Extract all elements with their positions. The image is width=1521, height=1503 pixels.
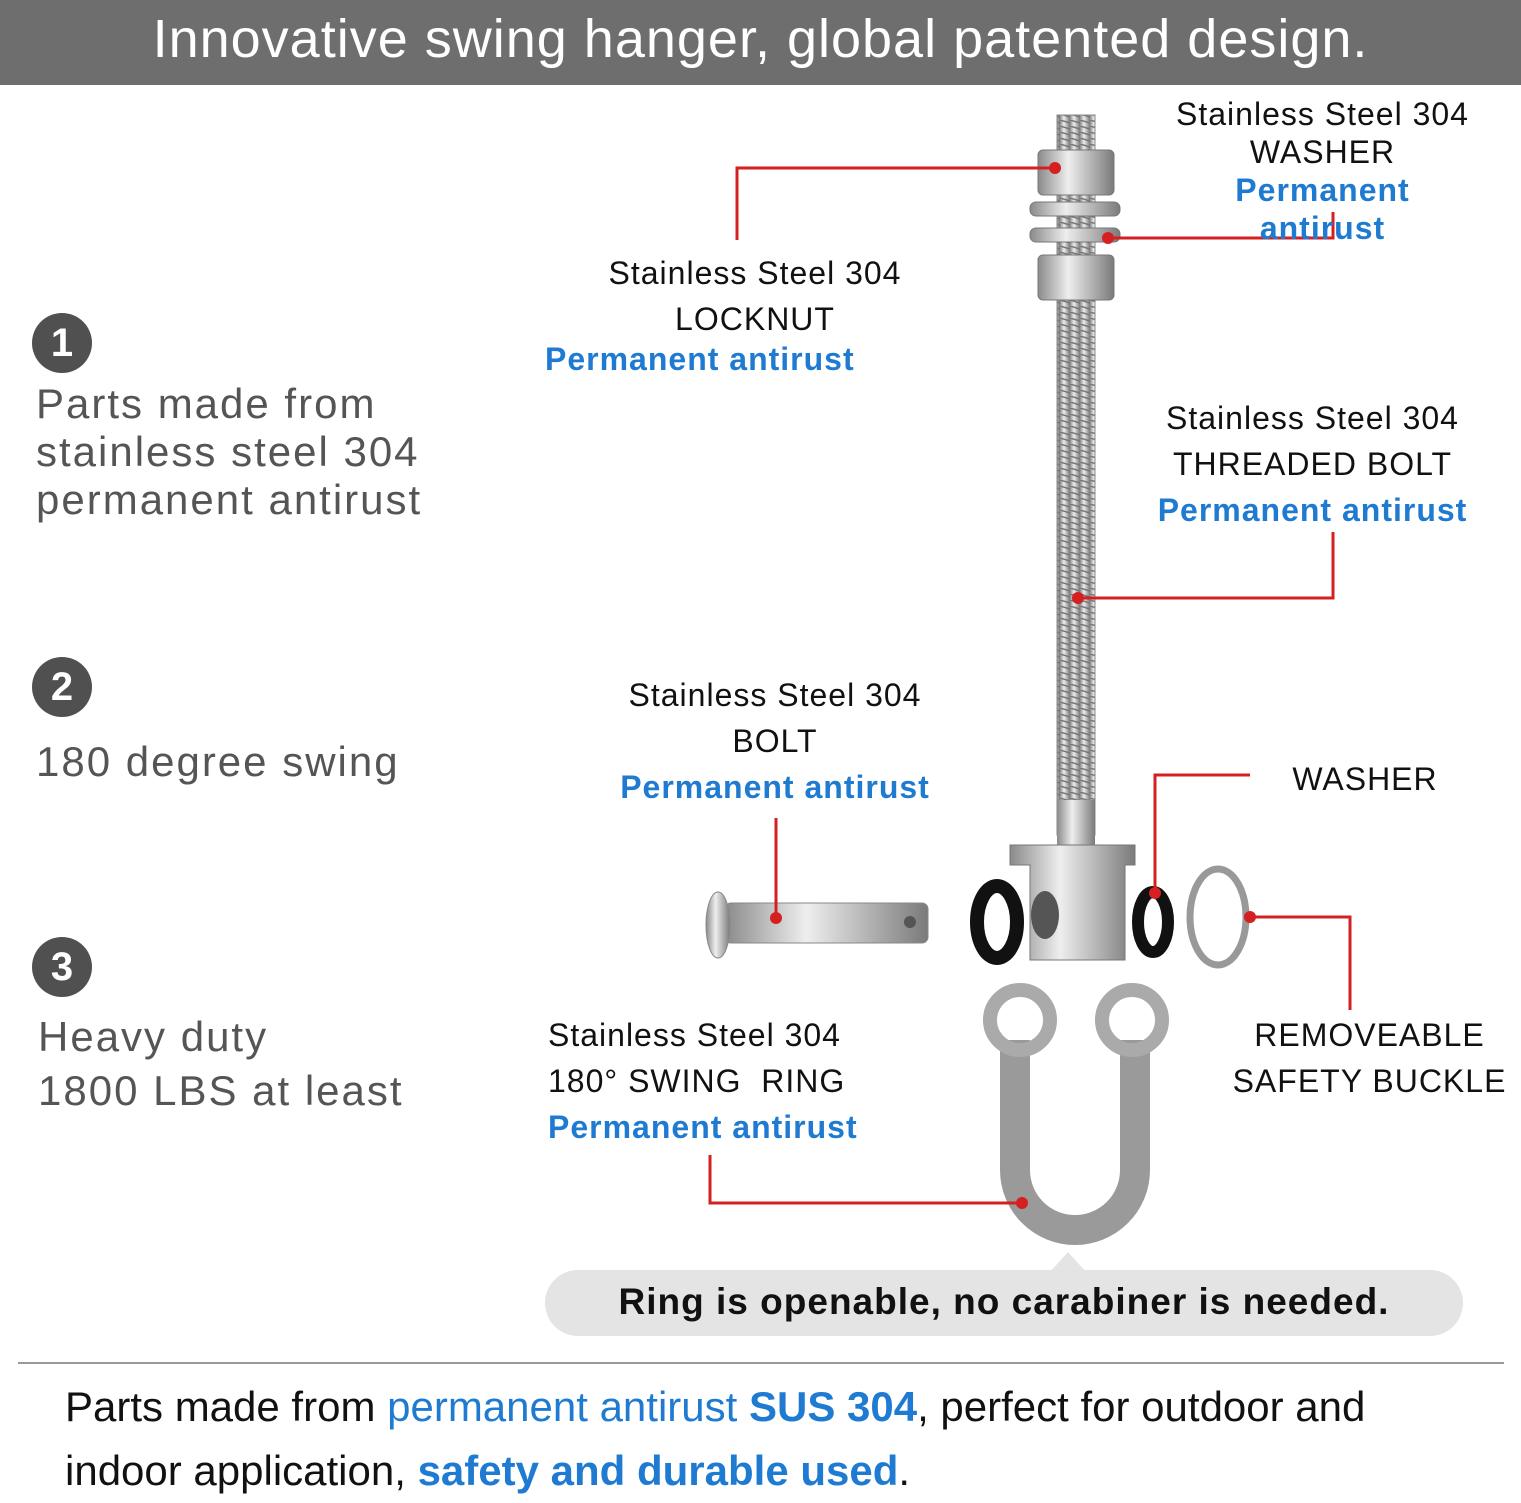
callout-material: Stainless Steel 304 — [1176, 96, 1469, 132]
callout-washer: WASHER — [1292, 761, 1438, 797]
feature-number-badge: 2 — [32, 657, 92, 717]
callout-swing-ring: Stainless Steel 304 180° SWING RING Perm… — [548, 1012, 888, 1150]
swing-ring — [983, 983, 1169, 1245]
callout-part: THREADED BOLT — [1172, 446, 1453, 482]
feature-line: permanent antirust — [36, 476, 423, 523]
feature-2-text: 180 degree swing — [36, 738, 400, 785]
callout-washer-top: Stainless Steel 304 WASHER Permanent ant… — [1170, 95, 1475, 247]
page-title: Innovative swing hanger, global patented… — [0, 0, 1521, 85]
footer-text: Parts made from — [65, 1383, 388, 1430]
locknut-and-washers — [1029, 149, 1121, 301]
callout-note: Permanent antirust — [620, 769, 930, 805]
callout-note: Permanent antirust — [545, 341, 855, 377]
feature-line: stainless steel 304 — [36, 428, 420, 475]
footer-text: indoor application, — [65, 1447, 418, 1494]
callout-part: BOLT — [732, 723, 818, 759]
bracket — [1009, 844, 1136, 961]
clevis-pin — [705, 891, 929, 959]
feature-line: Heavy duty — [38, 1013, 269, 1060]
feature-1-text: Parts made from stainless steel 304 perm… — [36, 380, 422, 524]
footer-text: , perfect for outdoor and — [917, 1383, 1366, 1430]
feature-number-badge: 1 — [32, 313, 92, 373]
callout-note: Permanent antirust — [1235, 172, 1410, 246]
safety-buckle-ring — [1186, 865, 1250, 969]
callout-threaded-bolt: Stainless Steel 304 THREADED BOLT Perman… — [1150, 395, 1475, 533]
callout-note: Permanent antirust — [1157, 492, 1468, 528]
footer-highlight-bold: safety and durable used — [417, 1447, 899, 1494]
ring-openable-banner: Ring is openable, no carabiner is needed… — [545, 1270, 1463, 1336]
footer-description: Parts made from permanent antirust SUS 3… — [65, 1375, 1485, 1503]
callout-line: REMOVEABLE — [1254, 1017, 1485, 1053]
footer-highlight: permanent antirust — [387, 1383, 749, 1430]
threaded-bolt — [1056, 114, 1096, 845]
callout-material: Stainless Steel 304 — [608, 255, 902, 291]
callout-material: Stainless Steel 304 — [628, 677, 922, 713]
callout-line: SAFETY BUCKLE — [1232, 1063, 1507, 1099]
callout-locknut: Stainless Steel 304 LOCKNUT Permanent an… — [545, 250, 965, 376]
leader-dots — [770, 162, 1256, 1209]
feature-number-badge: 3 — [32, 937, 92, 997]
callout-material: Stainless Steel 304 — [1166, 400, 1459, 436]
leader-lines — [708, 166, 1352, 1205]
callout-part: WASHER — [1249, 134, 1396, 170]
footer-text: . — [898, 1447, 911, 1494]
callout-material: Stainless Steel 304 — [548, 1017, 841, 1053]
feature-3-text: Heavy duty 1800 LBS at least — [38, 1010, 404, 1118]
divider — [18, 1362, 1504, 1364]
feature-line: 1800 LBS at least — [38, 1067, 404, 1114]
callout-part: 180° SWING RING — [548, 1063, 846, 1099]
feature-line: Parts made from — [36, 380, 377, 427]
callout-note: Permanent antirust — [548, 1109, 858, 1145]
callout-safety-buckle: REMOVEABLE SAFETY BUCKLE — [1232, 1012, 1507, 1104]
footer-highlight-bold: SUS 304 — [748, 1383, 918, 1430]
bubble-tail — [1050, 1252, 1086, 1272]
callout-bolt: Stainless Steel 304 BOLT Permanent antir… — [610, 672, 940, 810]
callout-part: LOCKNUT — [675, 301, 835, 337]
